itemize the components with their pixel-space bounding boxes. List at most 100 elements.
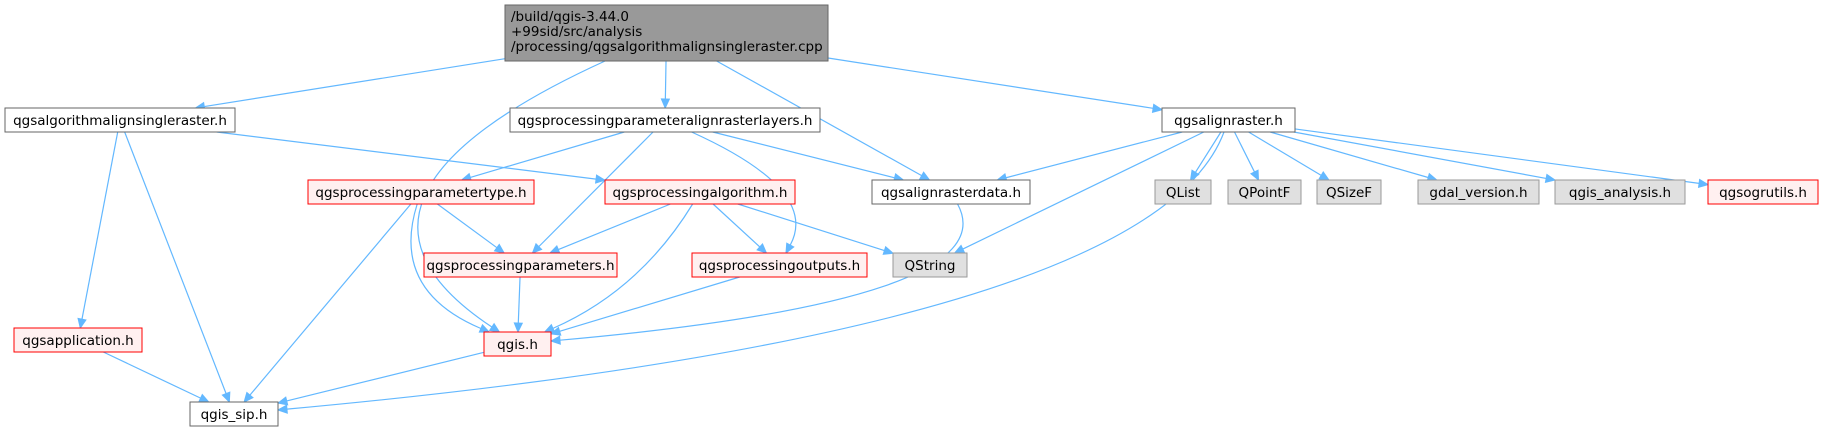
edges-layer (77, 57, 1710, 414)
edge-procparameters_h-to-qgis_h (517, 276, 521, 324)
node-qpointf[interactable]: QPointF (1227, 179, 1302, 205)
edge-alignsingleraster_h-to-qgis_sip_h (124, 131, 227, 394)
node-qgis-analysis-h[interactable]: qgis_analysis.h (1554, 179, 1686, 205)
arrowhead-alignsingleraster_h-to-qgis_sip_h (221, 391, 231, 404)
arrowhead-alignraster_h-to-qgis_analysis_h (1544, 173, 1557, 184)
edge-paramalignrasterlayers_h-to-paramtype_h (470, 131, 625, 179)
node-box (4, 107, 236, 133)
arrowhead-root-to-qgis_h (488, 322, 501, 333)
edge-qgis_h-to-qgis_sip_h (286, 351, 485, 402)
node-box (423, 252, 618, 278)
node-label: qgsprocessingparameteralignrasterlayers.… (518, 113, 813, 129)
node-box (1154, 179, 1212, 205)
node-label: qgsalignrasterdata.h (881, 185, 1021, 201)
arrowhead-procalgorithm_h-to-procoutputs_h (756, 243, 768, 254)
arrowhead-procalgorithm_h-to-qstring (882, 245, 895, 255)
arrowhead-procparameters_h-to-qgis_h (513, 322, 524, 334)
node-label: qgsalgorithmalignsingleraster.h (13, 113, 227, 129)
node-procoutputs-h[interactable]: qgsprocessingoutputs.h (691, 252, 868, 278)
node-qgsapplication-h[interactable]: qgsapplication.h (13, 327, 143, 353)
node-box (892, 252, 968, 278)
node-qlist[interactable]: QList (1154, 179, 1212, 205)
edge-alignraster_h-to-qlist (1194, 131, 1222, 173)
node-label: qgsogrutils.h (1719, 185, 1807, 201)
edge-procoutputs_h-to-qgis_h (559, 276, 740, 332)
arrowhead-alignraster_h-to-qstring (953, 244, 966, 254)
node-label: qgis_sip.h (201, 407, 268, 423)
node-box (189, 401, 279, 427)
node-label: qgsprocessingalgorithm.h (613, 185, 788, 201)
node-label: qgsapplication.h (22, 333, 134, 349)
node-qsizef[interactable]: QSizeF (1316, 179, 1382, 205)
edge-alignraster_h-to-qgsogrutils_h (1294, 128, 1700, 184)
edge-paramtype_h-to-qgis_sip_h (249, 203, 412, 396)
node-label: qgsalignraster.h (1174, 113, 1283, 129)
edge-alignsingleraster_h-to-qgsapplication_h (81, 131, 119, 320)
edge-root-to-paramalignrasterlayers_h (664, 60, 667, 100)
edge-paramtype_h-to-procparameters_h (437, 203, 498, 249)
arrowhead-paramtype_h-to-qgis_h (478, 323, 491, 333)
arrowhead-alignsingleraster_h-to-qgsapplication_h (77, 317, 87, 330)
node-box (1707, 179, 1819, 205)
edge-root-to-alignraster_h (827, 57, 1154, 109)
node-label: QString (905, 258, 956, 274)
node-box (483, 331, 552, 357)
node-qgis-h[interactable]: qgis.h (483, 331, 552, 357)
arrowhead-procalgorithm_h-to-qgis_h (543, 323, 556, 333)
node-qgsogrutils-h[interactable]: qgsogrutils.h (1707, 179, 1819, 205)
arrowhead-alignraster_h-to-qpointf (1249, 169, 1260, 182)
edge-paramtype_h-to-qgis_h (410, 203, 482, 330)
arrowhead-paramalignrasterlayers_h-to-procparameters_h (531, 242, 543, 254)
node-label: QList (1166, 185, 1200, 201)
edge-alignraster_h-to-qsizef (1248, 131, 1322, 176)
node-label: qgis.h (497, 337, 538, 353)
edge-alignraster_h-to-gdal_version_h (1270, 131, 1429, 179)
edge-paramalignrasterlayers_h-to-procparameters_h (538, 131, 654, 248)
node-box (1554, 179, 1686, 205)
node-box (13, 327, 143, 353)
node-box (1161, 107, 1296, 133)
node-box (509, 107, 821, 133)
arrowhead-paramtype_h-to-procparameters_h (493, 243, 506, 254)
arrowhead-alignraster_h-to-qgsogrutils_h (1697, 178, 1710, 189)
edge-procalgorithm_h-to-procparameters_h (558, 203, 671, 251)
node-box (307, 179, 535, 205)
arrowhead-root-to-paramalignrasterlayers_h (660, 98, 671, 110)
node-label: qgis_analysis.h (1569, 185, 1671, 201)
arrowhead-procalgorithm_h-to-procparameters_h (548, 245, 561, 254)
node-box (871, 179, 1031, 205)
node-label: qgsprocessingparametertype.h (315, 185, 526, 201)
edge-procalgorithm_h-to-procoutputs_h (712, 203, 761, 248)
node-root[interactable]: /build/qgis-3.44.0+99sid/src/analysis/pr… (504, 4, 829, 62)
node-label: gdal_version.h (1429, 185, 1527, 201)
node-label: /build/qgis-3.44.0 (511, 9, 629, 25)
node-procalgorithm-h[interactable]: qgsprocessingalgorithm.h (604, 179, 796, 205)
node-alignrasterdata-h[interactable]: qgsalignrasterdata.h (871, 179, 1031, 205)
node-box (504, 4, 829, 62)
node-gdal-version-h[interactable]: gdal_version.h (1417, 179, 1540, 205)
node-label: QPointF (1239, 185, 1291, 201)
node-qgis-sip-h[interactable]: qgis_sip.h (189, 401, 279, 427)
node-alignsingleraster-h[interactable]: qgsalgorithmalignsingleraster.h (4, 107, 236, 133)
arrowhead-paramalignrasterlayers_h-to-procoutputs_h (785, 242, 795, 255)
node-qstring[interactable]: QString (892, 252, 968, 278)
node-paramalignrasterlayers-h[interactable]: qgsprocessingparameteralignrasterlayers.… (509, 107, 821, 133)
node-box (604, 179, 796, 205)
edge-alignraster_h-to-qstring (962, 131, 1205, 250)
arrowhead-alignraster_h-to-qsizef (1318, 171, 1330, 181)
node-paramtype-h[interactable]: qgsprocessingparametertype.h (307, 179, 535, 205)
edge-alignrasterdata_h-to-qgis_h (559, 203, 964, 341)
arrowhead-procoutputs_h-to-qgis_h (549, 326, 562, 336)
node-box (1227, 179, 1302, 205)
node-procparameters-h[interactable]: qgsprocessingparameters.h (423, 252, 618, 278)
node-label: qgsprocessingoutputs.h (699, 258, 860, 274)
edge-alignsingleraster_h-to-procalgorithm_h (216, 131, 597, 180)
edge-paramalignrasterlayers_h-to-alignrasterdata_h (712, 131, 895, 179)
node-label: qgsprocessingparameters.h (426, 258, 614, 274)
edge-alignraster_h-to-alignrasterdata_h (1005, 131, 1183, 179)
node-alignraster-h[interactable]: qgsalignraster.h (1161, 107, 1296, 133)
arrowhead-alignraster_h-to-qgis_sip_h (276, 404, 288, 414)
edge-qgsapplication_h-to-qgis_sip_h (103, 351, 201, 399)
arrowhead-qgis_h-to-qgis_sip_h (276, 396, 289, 406)
